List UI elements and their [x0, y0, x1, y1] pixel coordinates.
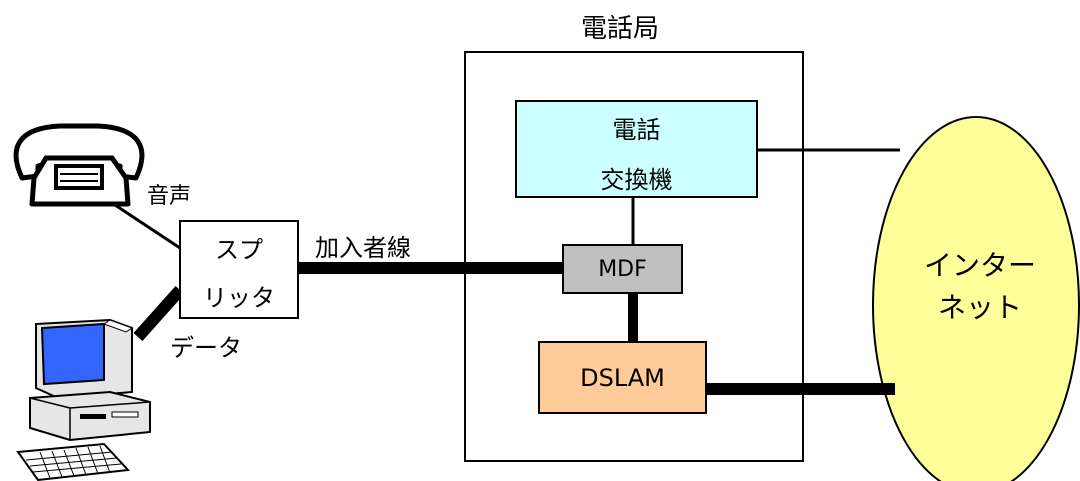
exchange-label-line2: 交換機: [600, 166, 673, 194]
telephone-icon: [13, 123, 145, 207]
mdf-box: [562, 244, 683, 294]
telephone-exchange-box: [515, 100, 758, 198]
dslam-label: DSLAM: [580, 364, 665, 392]
telephone-office-title: 電話局: [581, 14, 660, 44]
internet-ellipse: [872, 116, 1080, 481]
exchange-label-line1: 電話: [612, 116, 661, 144]
subscriber-line-label: 加入者線: [315, 234, 411, 262]
mdf-label: MDF: [598, 257, 647, 282]
internet-label-line2: ネット: [937, 291, 1022, 324]
dslam-box: [538, 341, 707, 414]
data-line: [133, 286, 185, 341]
splitter-label-line2: リッタ: [203, 284, 275, 312]
internet-label-line1: インター: [923, 249, 1036, 282]
splitter-box: [179, 220, 299, 319]
voice-line: [114, 203, 181, 250]
voice-label: 音声: [147, 184, 192, 209]
data-label: データ: [170, 334, 242, 362]
splitter-label-line1: スプ: [215, 236, 263, 264]
computer-icon: [16, 318, 151, 481]
